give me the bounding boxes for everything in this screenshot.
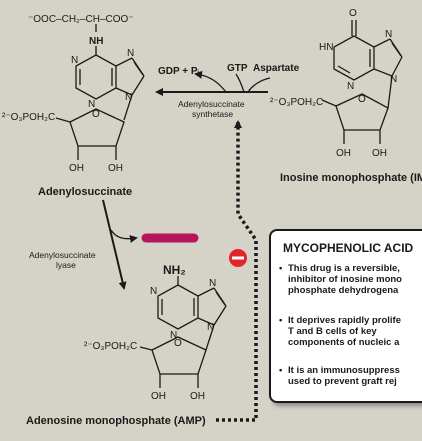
gdp-release-arc (194, 70, 227, 93)
carbonyl-o: O (349, 8, 357, 19)
ring-n9: N (390, 74, 397, 85)
gdp-pi-label: GDP + Pᵢ (158, 66, 200, 77)
synthetase-label-line1: Adenylosuccinate (178, 99, 245, 109)
bullet-dot: • (279, 315, 283, 326)
gtp-entry-arc (235, 73, 245, 93)
lyase-arrow (102, 199, 127, 290)
fumarate-release-arc (110, 229, 138, 243)
hydroxyl-2: OH (336, 148, 351, 159)
adenylosuccinate-structure (55, 24, 145, 160)
bullet-reversible-inhibitor: • This drug is a reversible, inhibitor o… (279, 263, 402, 296)
ring-n9: N (125, 92, 132, 103)
amp-labels: NH₂ N N N N ²⁻O₃POH₂C O OH OH Adenosine … (26, 263, 216, 427)
feedback-inhibition-arrow (216, 120, 258, 422)
ring-n3: N (88, 99, 95, 110)
phosphate-group: ²⁻O₃POH₂C (2, 112, 55, 123)
imp-label: Inosine monophosphate (IMP) (280, 172, 422, 184)
synthetase-label-line2: synthetase (192, 109, 233, 119)
imp-structure (321, 20, 403, 144)
succinyl-chain: ⁻OOC–CH₂–CH–COO⁻ (28, 14, 134, 25)
lyase-label-line1: Adenylosuccinate (29, 250, 96, 260)
phosphate-group: ²⁻O₃POH₂C (84, 341, 137, 352)
ribose-o: O (92, 109, 100, 120)
box-title: MYCOPHENOLIC ACID (283, 241, 414, 255)
bullet-immunosuppressant: • It is an immunosuppress used to preven… (279, 365, 400, 387)
bullet-line: It deprives rapidly prolife (288, 315, 401, 326)
lyase-reaction: Adenylosuccinate lyase (29, 199, 199, 290)
ribose-o: O (358, 94, 366, 105)
hydroxyl-3: OH (108, 163, 123, 174)
bullet-line: This drug is a reversible, (288, 263, 400, 274)
bullet-line: components of nucleic a (288, 337, 400, 348)
ring-n7: N (127, 48, 134, 59)
bullet-line: T and B cells of key (288, 326, 377, 337)
ring-n3: N (170, 330, 177, 341)
adenylosuccinate-label: Adenylosuccinate (38, 186, 132, 198)
ring-n1: N (71, 55, 78, 66)
bullet-line: It is an immunosuppress (288, 365, 400, 376)
hydroxyl-3: OH (372, 148, 387, 159)
mycophenolic-acid-box: MYCOPHENOLIC ACID • This drug is a rever… (269, 229, 422, 403)
bullet-dot: • (279, 365, 283, 376)
bullet-deprives-cells: • It deprives rapidly prolife T and B ce… (279, 315, 401, 348)
amp-label: Adenosine monophosphate (AMP) (26, 415, 206, 427)
nh-group: NH (89, 36, 103, 47)
ring-n7: N (209, 278, 216, 289)
phosphate-group: ²⁻O₃POH₂C (270, 97, 323, 108)
hn-group: HN (319, 42, 333, 53)
ring-n1: N (150, 286, 157, 297)
aspartate-label: Aspartate (253, 63, 300, 74)
bullet-dot: • (279, 263, 283, 274)
bullet-line: used to prevent graft rej (288, 376, 397, 387)
bullet-line: inhibitor of inosine mono (288, 274, 402, 285)
adenylosuccinate-labels: ⁻OOC–CH₂–CH–COO⁻ NH N N N N ²⁻O₃POH₂C O … (2, 14, 134, 198)
aspartate-entry-arc (247, 77, 271, 93)
inhibition-symbol (229, 249, 247, 267)
bullet-line: phosphate dehydrogena (288, 285, 399, 296)
synthetase-reaction: GDP + Pᵢ GTP Aspartate Adenylosuccinate … (155, 63, 300, 119)
hydroxyl-2: OH (69, 163, 84, 174)
ring-n3: N (347, 81, 354, 92)
ribose-o: O (174, 338, 182, 349)
ring-n7: N (385, 29, 392, 40)
ring-n9: N (207, 322, 214, 333)
hydroxyl-3: OH (190, 391, 205, 402)
gtp-label: GTP (227, 63, 248, 74)
amp-structure (139, 276, 227, 388)
amino-group: NH₂ (163, 263, 186, 277)
lyase-label-line2: lyase (56, 260, 76, 270)
hydroxyl-2: OH (151, 391, 166, 402)
imp-labels: O HN N N N ²⁻O₃POH₂C O OH OH Inosine mon… (270, 8, 422, 184)
